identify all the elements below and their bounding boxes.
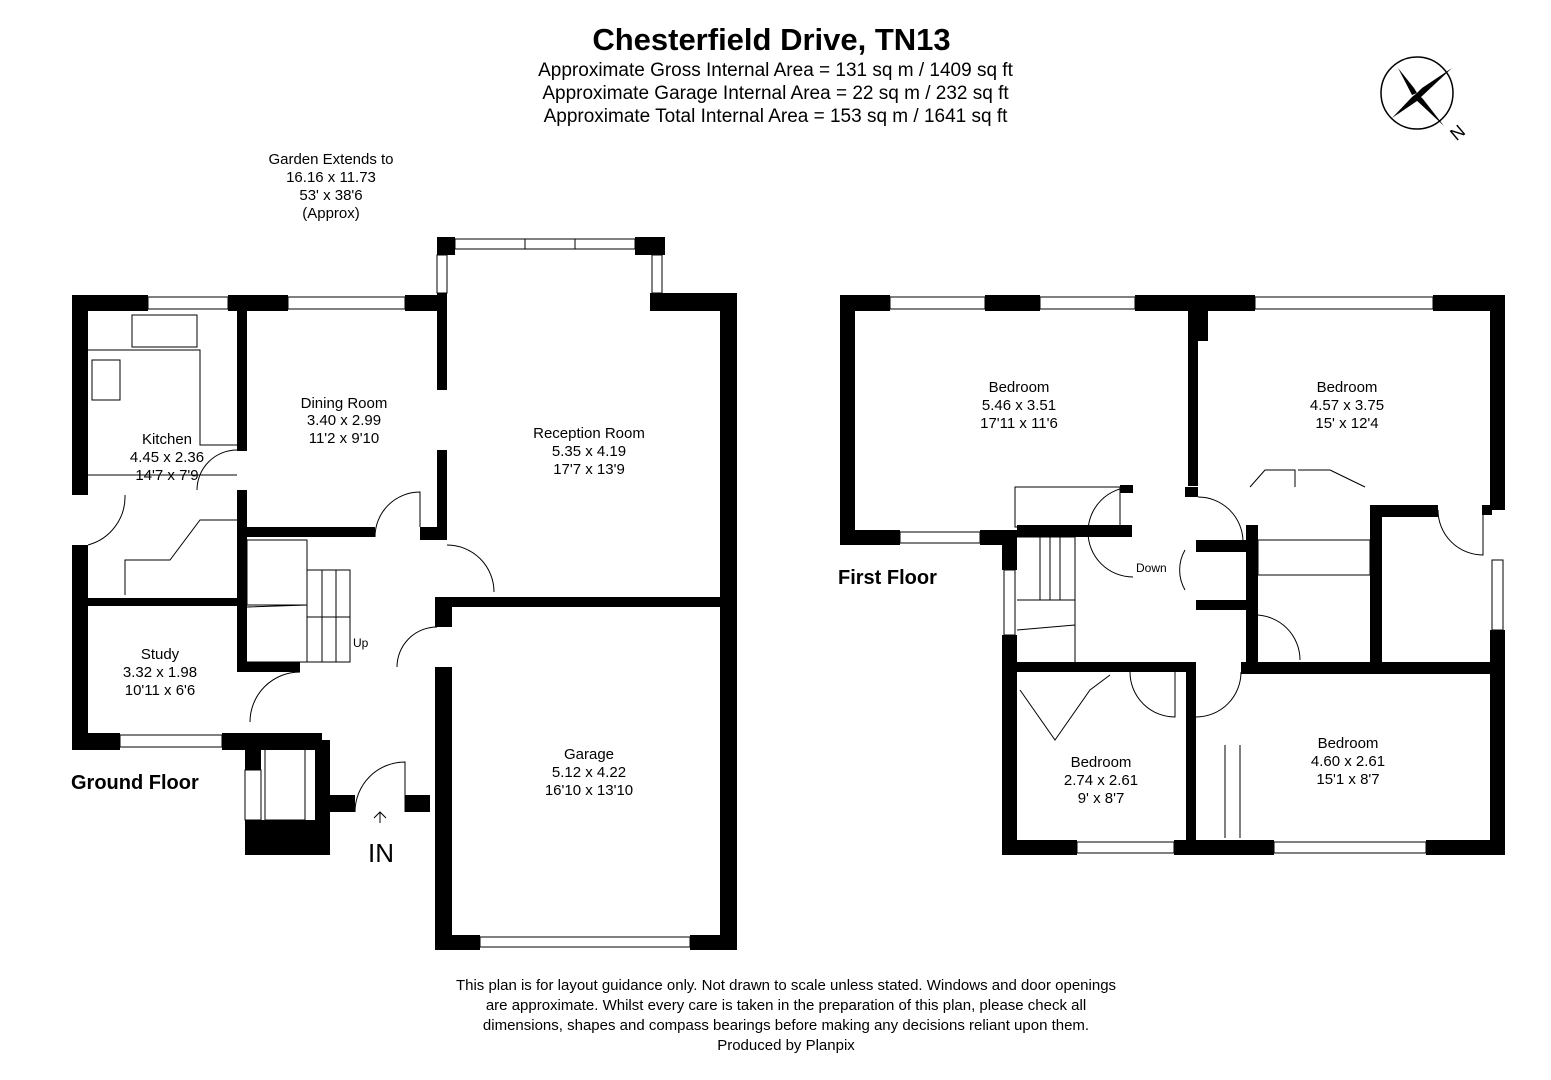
disclaimer-line: are approximate. Whilst every care is ta… (485, 997, 1087, 1014)
room-name: Dining Room (301, 395, 388, 412)
room-bedroom-3: Bedroom 2.74 x 2.61 9' x 8'7 (1064, 754, 1138, 807)
garden-line: 53' x 38'6 (299, 187, 363, 204)
room-imperial: 17'11 x 11'6 (980, 415, 1058, 432)
garden-line: 16.16 x 11.73 (286, 169, 376, 186)
stairs-down-label: Down (1136, 561, 1167, 575)
room-kitchen: Kitchen 4.45 x 2.36 14'7 x 7'9 (130, 431, 204, 484)
disclaimer-line: dimensions, shapes and compass bearings … (482, 1017, 1090, 1034)
room-name: Bedroom (989, 379, 1050, 396)
disclaimer-line: This plan is for layout guidance only. N… (455, 977, 1117, 994)
ground-floor-walls (72, 237, 737, 950)
room-imperial: 11'2 x 9'10 (309, 430, 380, 447)
compass-rose-icon: N (1380, 56, 1469, 145)
garden-note: Garden Extends to 16.16 x 11.73 53' x 38… (231, 151, 431, 223)
room-metric: 4.57 x 3.75 (1310, 397, 1384, 414)
first-floor-label: First Floor (838, 567, 937, 589)
room-bedroom-4: Bedroom 4.60 x 2.61 15'1 x 8'7 (1311, 735, 1385, 788)
room-metric: 5.12 x 4.22 (552, 764, 626, 781)
garden-line: (Approx) (302, 205, 360, 222)
entrance-label: IN (368, 838, 394, 868)
garden-line: Garden Extends to (268, 151, 394, 168)
room-name: Bedroom (1071, 754, 1132, 771)
room-imperial: 14'7 x 7'9 (135, 467, 198, 484)
room-imperial: 15' x 12'4 (1315, 415, 1378, 432)
room-metric: 3.40 x 2.99 (307, 412, 381, 429)
room-bedroom-1: Bedroom 5.46 x 3.51 17'11 x 11'6 (980, 379, 1058, 432)
room-garage: Garage 5.12 x 4.22 16'10 x 13'10 (545, 746, 633, 799)
compass-north-label: N (1446, 121, 1469, 145)
room-imperial: 9' x 8'7 (1078, 790, 1125, 807)
gross-area: Approximate Gross Internal Area = 131 sq… (538, 60, 1013, 81)
room-name: Study (141, 646, 180, 663)
room-imperial: 10'11 x 6'6 (125, 682, 196, 699)
room-name: Kitchen (142, 431, 192, 448)
room-study: Study 3.32 x 1.98 10'11 x 6'6 (123, 646, 197, 699)
room-name: Bedroom (1317, 379, 1378, 396)
stairs-up-label: Up (353, 636, 369, 650)
room-name: Reception Room (533, 425, 645, 442)
room-imperial: 17'7 x 13'9 (553, 461, 625, 478)
room-metric: 5.46 x 3.51 (982, 397, 1056, 414)
ground-floor-label: Ground Floor (71, 772, 199, 794)
room-name: Bedroom (1318, 735, 1379, 752)
room-name: Garage (564, 746, 614, 763)
total-area: Approximate Total Internal Area = 153 sq… (543, 106, 1008, 127)
room-metric: 3.32 x 1.98 (123, 664, 197, 681)
garage-area: Approximate Garage Internal Area = 22 sq… (542, 83, 1009, 104)
room-metric: 4.45 x 2.36 (130, 449, 204, 466)
room-imperial: 16'10 x 13'10 (545, 782, 633, 799)
room-bedroom-2: Bedroom 4.57 x 3.75 15' x 12'4 (1310, 379, 1384, 432)
room-reception: Reception Room 5.35 x 4.19 17'7 x 13'9 (533, 425, 645, 478)
room-metric: 4.60 x 2.61 (1311, 753, 1385, 770)
room-imperial: 15'1 x 8'7 (1316, 771, 1379, 788)
room-metric: 5.35 x 4.19 (552, 443, 626, 460)
first-floor-walls (840, 295, 1505, 855)
room-metric: 2.74 x 2.61 (1064, 772, 1138, 789)
producer-credit: Produced by Planpix (717, 1037, 855, 1054)
disclaimer: This plan is for layout guidance only. N… (386, 976, 1186, 1056)
plan-title: Chesterfield Drive, TN13 (592, 22, 951, 57)
room-dining: Dining Room 3.40 x 2.99 11'2 x 9'10 (301, 395, 388, 447)
